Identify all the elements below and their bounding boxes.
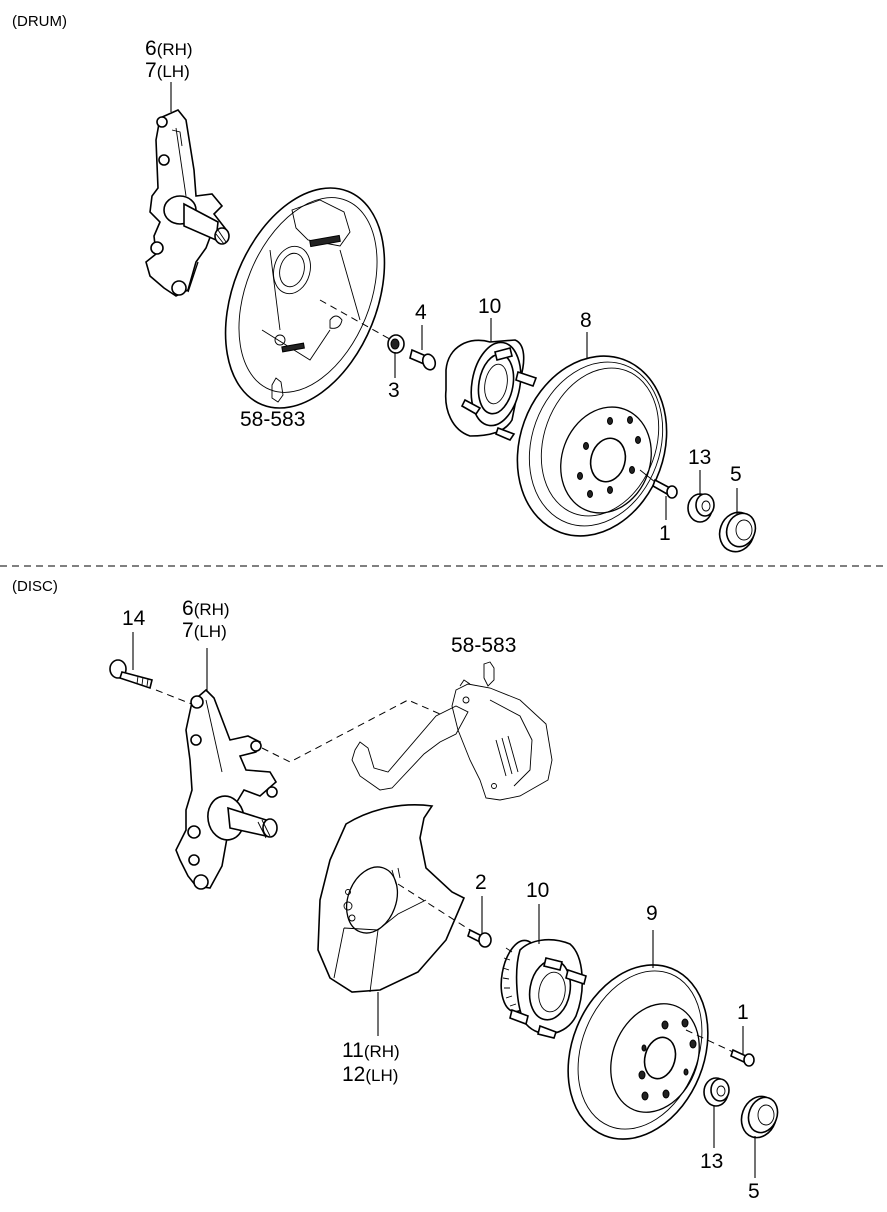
disc-callout-knuckle-lh[interactable]: 7(LH) [182, 620, 227, 643]
disc-caliper-ref-arrow [483, 661, 495, 687]
disc-assembly-line-screw [685, 1029, 734, 1053]
disc-callout-screw-cover[interactable]: 2 [475, 871, 487, 894]
callout-side: (RH) [156, 40, 193, 59]
drum-brake-backing-plate[interactable] [195, 164, 415, 431]
drum-callout-bolt[interactable]: 4 [415, 301, 427, 324]
callout-number: 7 [145, 59, 157, 82]
disc-callout-nut[interactable]: 13 [700, 1150, 724, 1173]
brake-drum[interactable] [493, 335, 691, 557]
disc-assembly-line-bolt [155, 689, 195, 706]
drum-callout-washer[interactable]: 3 [388, 379, 400, 402]
disc-section-title: (DISC) [12, 578, 58, 595]
disc-callout-hub[interactable]: 10 [526, 879, 550, 902]
brake-caliper-assembly[interactable] [351, 679, 553, 801]
disc-assembly-line-caliper [261, 699, 441, 763]
disc-callout-dust-cover-rh[interactable]: 11(RH) [342, 1040, 400, 1063]
disc-callout-disc[interactable]: 9 [646, 902, 658, 925]
callout-number: 6 [145, 37, 157, 60]
disc-callout-screw[interactable]: 1 [737, 1001, 749, 1024]
drum-lock-nut[interactable] [687, 493, 715, 523]
drum-brake-ref-arrow [271, 377, 284, 403]
disc-cover-screw[interactable] [467, 928, 492, 948]
drum-bolt[interactable] [409, 348, 437, 372]
drum-wheel-hub[interactable] [444, 338, 538, 441]
disc-screw[interactable] [730, 1048, 755, 1067]
disc-dust-cover[interactable] [317, 804, 466, 993]
drum-screw[interactable] [639, 469, 678, 499]
callout-number: 6 [182, 597, 194, 620]
drum-callout-knuckle-rh[interactable]: 6(RH) [145, 38, 193, 61]
drum-callout-screw[interactable]: 1 [659, 522, 671, 545]
drum-assembly-line [319, 299, 396, 343]
drum-section-title: (DRUM) [12, 13, 67, 30]
callout-number: 12 [342, 1063, 366, 1086]
drum-steering-knuckle[interactable] [145, 109, 230, 297]
drum-hub-cap[interactable] [714, 507, 760, 556]
callout-number: 11 [342, 1039, 364, 1062]
disc-callout-caliper-ref[interactable]: 58-583 [451, 634, 517, 657]
callout-side: (LH) [193, 622, 227, 641]
callout-side: (LH) [156, 62, 190, 81]
disc-assembly-line-cover [397, 883, 471, 931]
drum-callout-knuckle-lh[interactable]: 7(LH) [145, 60, 190, 83]
disc-lock-nut[interactable] [703, 1077, 730, 1107]
drum-washer[interactable] [387, 334, 405, 354]
disc-callout-cap[interactable]: 5 [748, 1180, 760, 1203]
drum-callout-hub[interactable]: 10 [478, 295, 502, 318]
callout-side: (RH) [193, 600, 230, 619]
drum-callout-cap[interactable]: 5 [730, 463, 742, 486]
disc-steering-knuckle[interactable] [175, 688, 278, 890]
callout-side: (LH) [365, 1066, 399, 1085]
disc-knuckle-bolt[interactable] [109, 659, 153, 690]
callout-number: 7 [182, 619, 194, 642]
callout-side: (RH) [363, 1042, 400, 1061]
drum-callout-drum[interactable]: 8 [580, 309, 592, 332]
drum-callout-nut[interactable]: 13 [688, 446, 712, 469]
disc-callout-knuckle-rh[interactable]: 6(RH) [182, 598, 230, 621]
disc-hub-cap[interactable] [736, 1091, 782, 1142]
disc-callout-bolt[interactable]: 14 [122, 607, 146, 630]
drum-callout-brake-assembly-ref[interactable]: 58-583 [240, 408, 306, 431]
disc-wheel-hub[interactable] [496, 937, 587, 1039]
drum-leader-lines [170, 82, 738, 520]
disc-callout-dust-cover-lh[interactable]: 12(LH) [342, 1064, 398, 1087]
disc-leader-lines [132, 632, 756, 1178]
brake-disc[interactable] [543, 944, 733, 1160]
